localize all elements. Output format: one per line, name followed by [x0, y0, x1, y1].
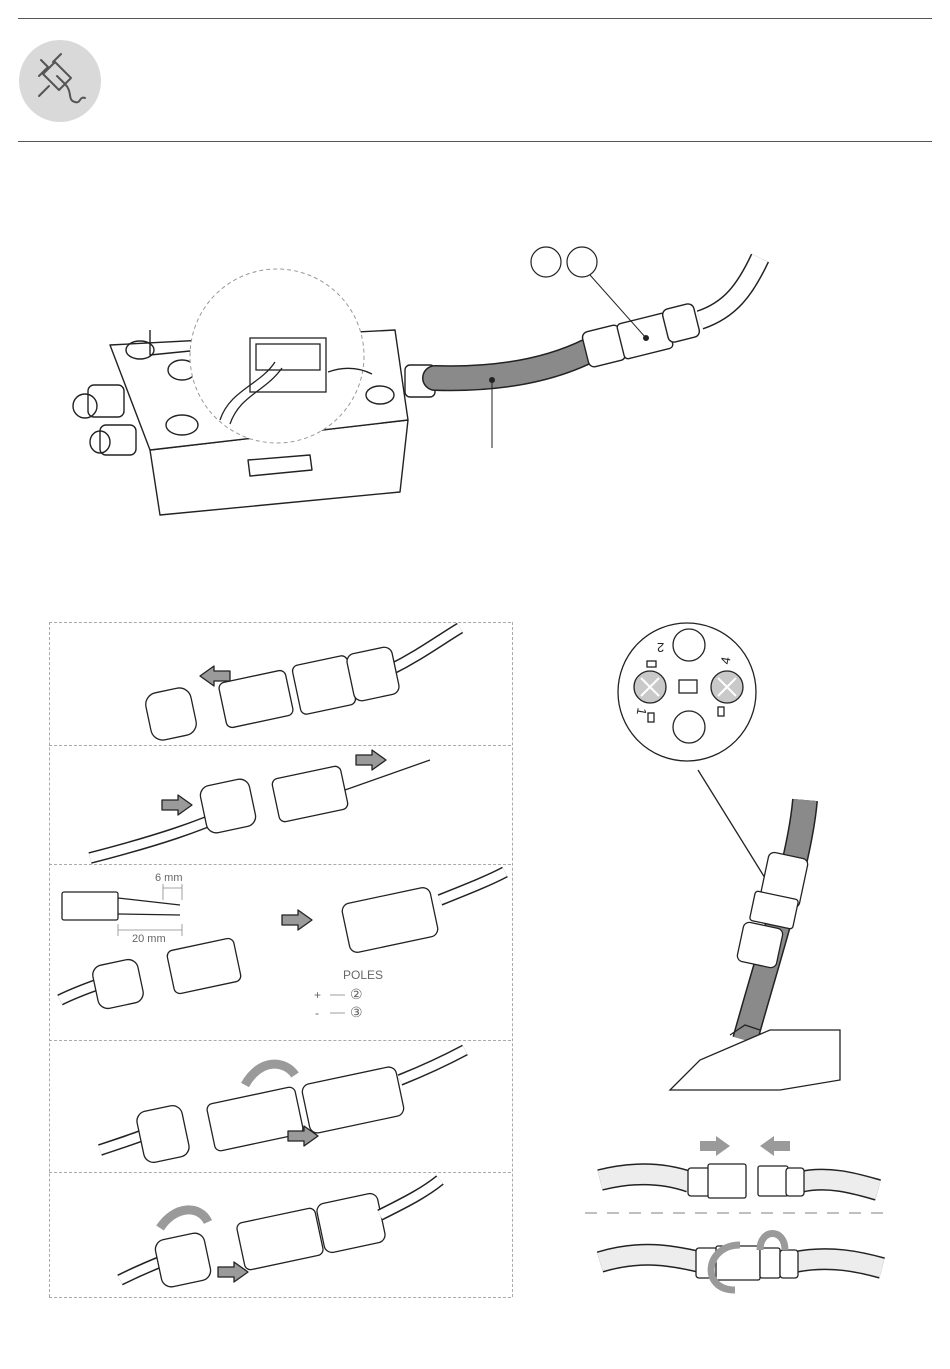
pin-label-2: 2 [657, 640, 664, 655]
